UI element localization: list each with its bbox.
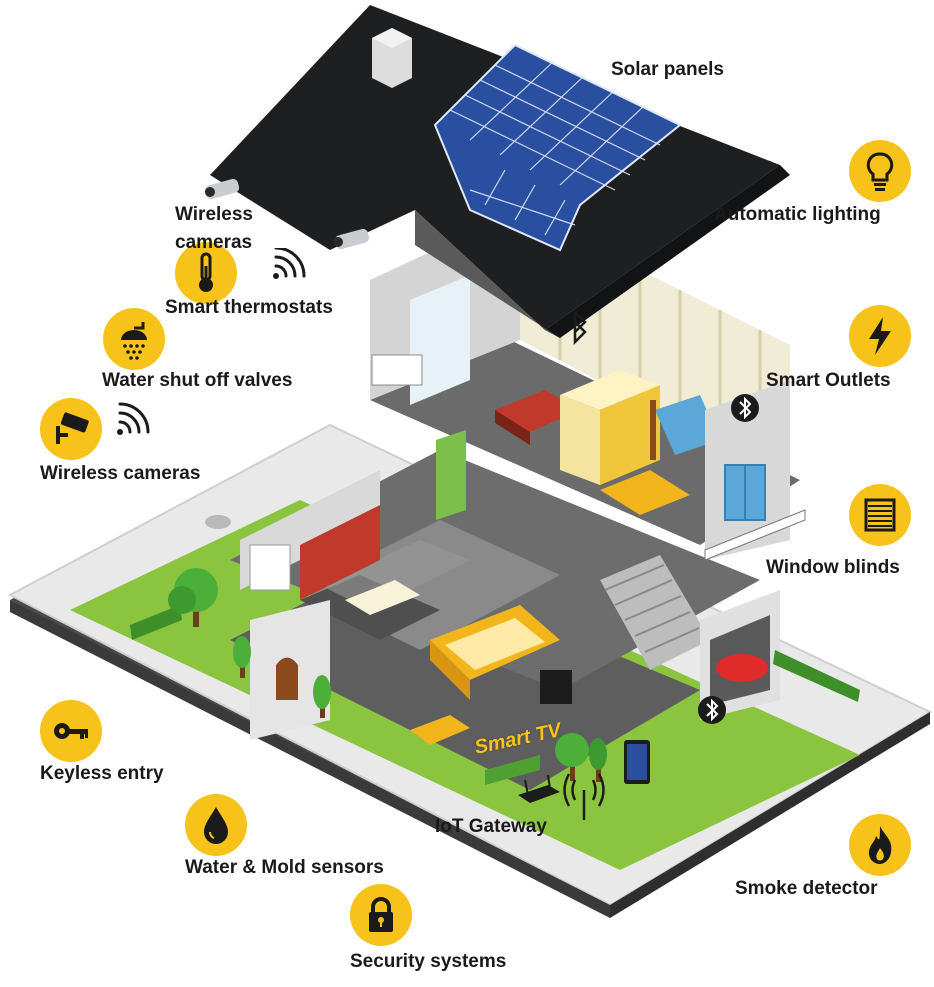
solar-panel-array [433,43,682,252]
trees [168,568,607,782]
smart-thermostats-label: Smart thermostats [165,297,333,318]
keyless-entry-label: Keyless entry [40,763,164,784]
key-icon [40,700,102,762]
solar-panels-label: Solar panels [611,59,724,80]
lightning-bolt-icon [849,305,911,367]
gateway-signal [563,773,605,820]
smoke-detector-label: Smoke detector [735,878,878,899]
padlock-icon [350,884,412,946]
security-systems-label: Security systems [350,951,507,972]
flame-icon [849,814,911,876]
lightbulb-icon [849,140,911,202]
roof-wireless-cameras-label-line2: cameras [175,232,253,253]
bluetooth-markers [573,308,759,724]
water-drop-icon [185,794,247,856]
shower-head-icon [103,308,165,370]
automatic-lighting-label: Automatic lighting [714,204,881,225]
thermometer-icon [175,242,237,304]
ground-floor [130,450,860,803]
iot-gateway-label: IoT Gateway [435,816,547,837]
smart-outlets-label: Smart Outlets [766,370,891,391]
wifi-icon [273,248,306,279]
roof-cameras [204,178,370,250]
roof-wireless-cameras-label-line1: Wireless [175,204,253,225]
water-shut-off-valves-label: Water shut off valves [102,370,293,391]
window-blinds-icon [849,484,911,546]
wifi-icon [117,402,150,435]
security-camera-icon [40,398,102,460]
water-mold-sensors-label: Water & Mold sensors [185,857,384,878]
window-blinds-label: Window blinds [766,557,900,578]
wireless-cameras-label: Wireless cameras [40,463,201,484]
